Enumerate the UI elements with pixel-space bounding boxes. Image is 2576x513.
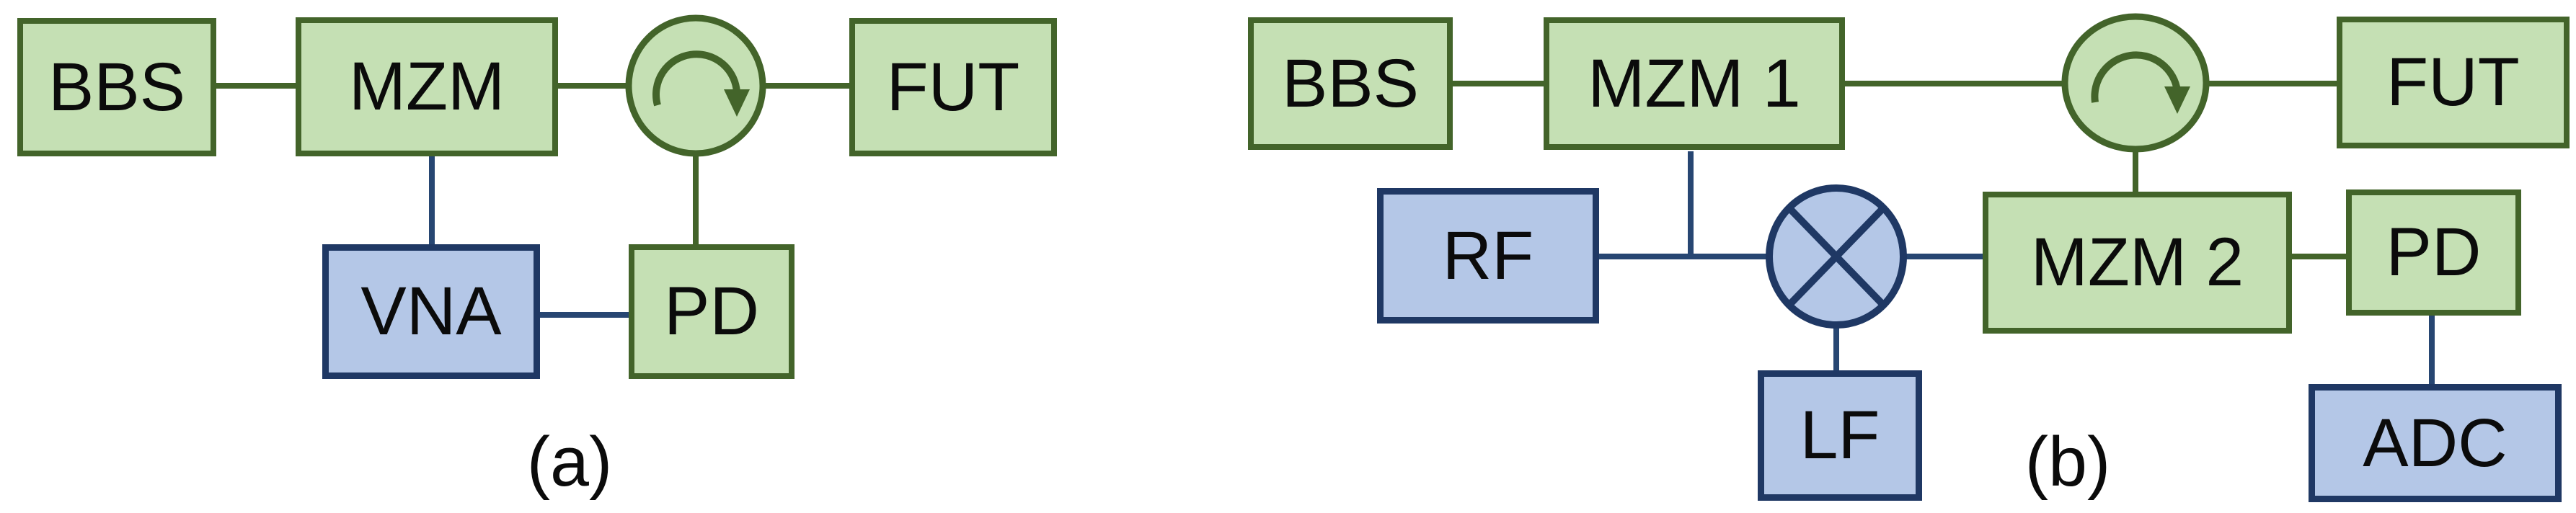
block-bbs-b: BBS — [1248, 17, 1453, 150]
circulator-arrowhead-b — [2164, 86, 2190, 114]
circulator-arc-b — [2091, 51, 2181, 103]
circulator-body-a — [625, 14, 766, 157]
block-pd-a: PD — [629, 244, 795, 379]
block-adc-b: ADC — [2309, 384, 2562, 502]
caption-a: (a) — [526, 421, 613, 501]
block-lf-b: LF — [1758, 370, 1922, 501]
circulator-icon-b — [2061, 13, 2210, 153]
block-rf-b: RF — [1377, 188, 1599, 324]
block-fut-a: FUT — [849, 18, 1057, 156]
circulator-icon-a — [625, 14, 766, 157]
circulator-arc-a — [652, 50, 740, 107]
circulator-body-b — [2061, 13, 2210, 153]
block-bbs-a: BBS — [17, 18, 216, 156]
circulator-arrowhead-a — [724, 89, 750, 117]
mixer-x-stroke-2 — [1787, 205, 1886, 308]
caption-b: (b) — [2024, 421, 2111, 501]
block-mzm-a: MZM — [296, 17, 558, 156]
block-fut-b: FUT — [2337, 17, 2570, 148]
block-mzm2-b: MZM 2 — [1983, 192, 2292, 334]
mixer-icon — [1766, 184, 1907, 329]
block-pd-b: PD — [2346, 189, 2521, 316]
block-vna-a: VNA — [322, 244, 540, 379]
block-mzm1-b: MZM 1 — [1544, 17, 1845, 150]
